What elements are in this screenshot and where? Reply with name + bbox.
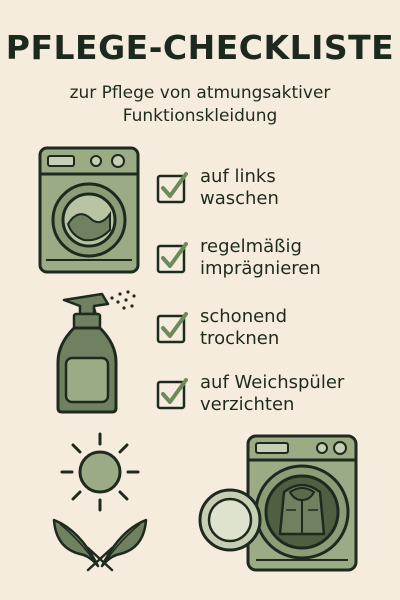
checklist-label-2: regelmäßig imprägnieren	[200, 236, 321, 279]
checklist-label-4: auf Weichspüler verzichten	[200, 372, 345, 415]
checkbox-icon	[156, 378, 188, 410]
leaves-icon	[52, 518, 148, 572]
checklist-item-2: regelmäßig imprägnieren	[156, 236, 376, 286]
checkbox-icon	[156, 172, 188, 204]
checklist-item-3: schonend trocknen	[156, 306, 376, 356]
sun-icon	[60, 432, 140, 512]
checkbox-icon	[156, 312, 188, 344]
spray-bottle-icon	[56, 290, 136, 414]
checklist-label-1: auf links waschen	[200, 166, 279, 209]
checkbox-icon	[156, 242, 188, 274]
page-subtitle: zur Pflege von atmungsaktiver Funktionsk…	[69, 83, 331, 126]
checklist-item-4: auf Weichspüler verzichten	[156, 372, 376, 422]
page-title: PFLEGE-CHECKLISTE	[5, 28, 395, 67]
checklist-item-1: auf links waschen	[156, 166, 376, 216]
checklist-label-3: schonend trocknen	[200, 306, 288, 349]
washing-machine-icon	[38, 146, 140, 274]
washing-machine-with-jacket-icon	[198, 434, 358, 572]
